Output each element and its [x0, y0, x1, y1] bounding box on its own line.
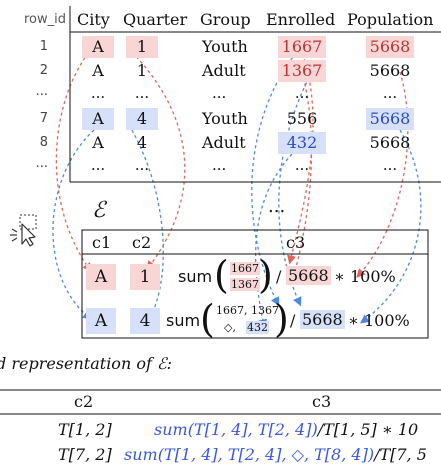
header-group: Group	[200, 10, 251, 29]
arrow-blue-enroll-c	[278, 71, 313, 307]
cell-ellipsis: ...	[212, 84, 227, 102]
bottom-header-c2: c2	[74, 392, 94, 411]
e-cell-c1: A	[86, 264, 116, 290]
header-enrolled: Enrolled	[266, 10, 336, 29]
e-tail: ∗ 100%	[334, 267, 396, 286]
row-id: ...	[35, 156, 48, 171]
cell-ellipsis: ...	[294, 84, 310, 102]
e-bottom-value: 432	[246, 321, 269, 334]
e-sum-label: sum	[166, 311, 201, 330]
arrow-blue-city	[52, 129, 95, 320]
cell-city: A	[82, 108, 114, 130]
bottom-formula-sum: sum(T[1, 4], T[2, 4], ◇, T[8, 4])	[124, 445, 375, 464]
row-id-header: row_id	[24, 12, 67, 27]
cell-quarter: 1	[136, 61, 148, 80]
e-cell-c1: A	[86, 308, 116, 334]
e-header-c1: c1	[92, 233, 112, 252]
cell-population: 5668	[369, 61, 411, 80]
cell-enrolled: 432	[278, 132, 326, 154]
e-cell-c2: 4	[130, 308, 160, 334]
cell-ellipsis: ...	[90, 84, 106, 102]
cell-ellipsis: ...	[134, 84, 150, 102]
row-id: 8	[39, 135, 48, 150]
arrow-red-enroll1	[287, 47, 314, 265]
header-city: City	[77, 10, 110, 29]
cell-ellipsis: ...	[134, 156, 150, 174]
right-paren: )	[274, 297, 289, 341]
cell-ellipsis: ...	[382, 84, 398, 102]
e-header-c3: c3	[286, 233, 306, 252]
left-paren: (	[200, 297, 215, 341]
cell-quarter: 1	[126, 36, 158, 58]
e-box-dots: ...	[268, 196, 286, 217]
e-pop: 5668	[286, 266, 331, 285]
cell-city: A	[82, 36, 114, 58]
cell-group: Adult	[202, 61, 246, 80]
cell-group: Youth	[202, 37, 248, 56]
bottom-cell-c3: sum(T[1, 4], T[2, 4])/T[1, 5] ∗ 10	[154, 420, 418, 439]
bottom-formula-rest: /T[1, 5] ∗ 10	[317, 420, 419, 439]
cell-population: 5668	[369, 133, 411, 152]
left-paren: (	[214, 253, 229, 297]
cell-population: 5668	[366, 108, 414, 130]
header-quarter: Quarter	[123, 10, 188, 29]
header-population: Population	[347, 10, 434, 29]
cell-group: Youth	[202, 109, 248, 128]
pointer-selection-icon	[10, 214, 37, 247]
row-id: 2	[39, 63, 48, 78]
bottom-cell-c3: sum(T[1, 4], T[2, 4], ◇, T[8, 4])/T[7, 5	[124, 445, 427, 464]
right-paren: )	[258, 253, 273, 297]
e-header-c2: c2	[132, 233, 152, 252]
e-top-value: 1667	[230, 262, 260, 275]
cell-enrolled: 1667	[278, 36, 326, 58]
bottom-formula-sum: sum(T[1, 4], T[2, 4])	[154, 420, 318, 439]
e-pop: 5668	[300, 310, 345, 329]
row-id: 1	[39, 39, 48, 54]
bottom-formula-rest: /T[7, 5	[374, 445, 427, 464]
cell-city: A	[92, 133, 104, 152]
e-div: /	[276, 267, 282, 286]
cell-quarter: 4	[136, 133, 148, 152]
row-id: ...	[35, 84, 48, 99]
arrow-blue-pop	[359, 129, 422, 324]
row-id: 7	[39, 111, 48, 126]
cell-ellipsis: ...	[90, 156, 106, 174]
arrow-red-city	[55, 47, 93, 273]
cell-ellipsis: ...	[212, 156, 227, 174]
e-top-value: 1667, 1367	[216, 304, 279, 317]
e-div: /	[290, 311, 296, 330]
cell-group: Adult	[202, 133, 246, 152]
arrow-blue-enroll-b	[251, 47, 301, 307]
caption: d representation of ℰ:	[0, 354, 173, 373]
e-bottom-value: 1367	[230, 278, 260, 291]
arrow-red-enroll2	[289, 71, 313, 285]
cell-ellipsis: ...	[294, 156, 310, 174]
bottom-header-c3: c3	[312, 392, 332, 411]
cell-population: 5668	[366, 36, 414, 58]
cell-quarter: 4	[126, 108, 158, 130]
e-box-title: ℰ	[92, 198, 106, 223]
e-cell-c2: 1	[130, 264, 160, 290]
e-tail: ∗ 100%	[348, 311, 410, 330]
bottom-cell-c2: T[7, 2]	[58, 445, 112, 464]
bottom-cell-c2: T[1, 2]	[58, 420, 112, 439]
arrow-blue-enroll	[254, 153, 293, 329]
cell-enrolled: 556	[286, 109, 318, 128]
e-bottom-symbol: ◇,	[224, 321, 236, 334]
cell-enrolled: 1367	[278, 60, 326, 82]
arrow-red-quarter	[127, 47, 186, 271]
cell-ellipsis: ...	[382, 156, 398, 174]
e-sum-label: sum	[178, 267, 213, 286]
cell-city: A	[92, 61, 104, 80]
